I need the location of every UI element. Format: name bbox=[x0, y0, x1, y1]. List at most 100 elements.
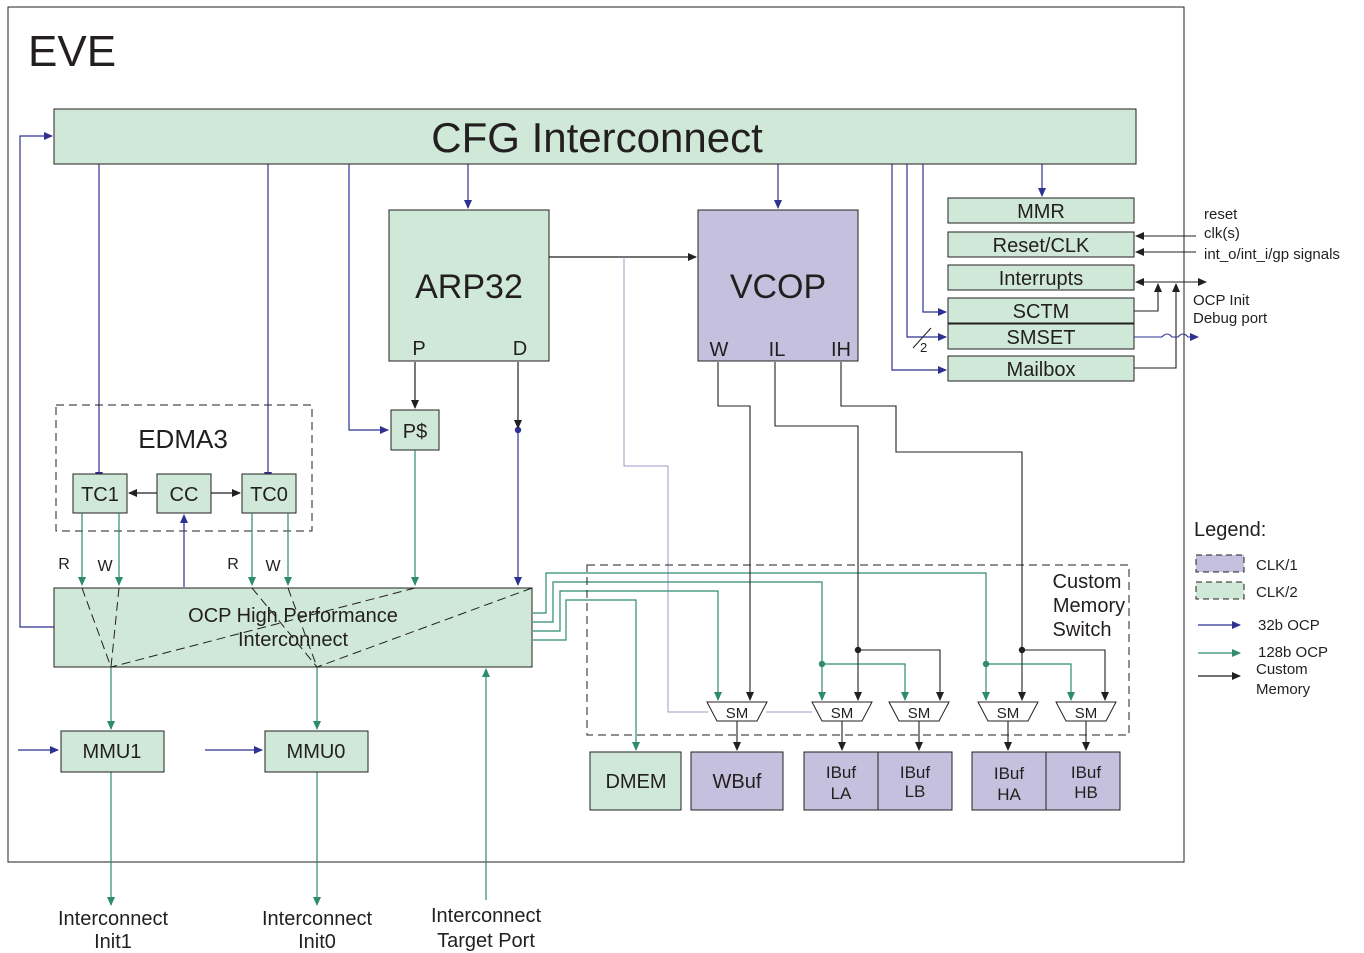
legend: Legend: CLK/1 CLK/2 32b OCP 128b OCP Cus… bbox=[1194, 519, 1328, 698]
cfg-interconnect bbox=[53, 108, 1137, 165]
dmem-block bbox=[589, 751, 682, 811]
ocp-interconnect bbox=[53, 587, 533, 668]
port-init0-line1: Interconnect bbox=[262, 908, 373, 930]
wbuf-label: WBuf bbox=[713, 771, 762, 793]
port-target-line2: Target Port bbox=[437, 930, 535, 952]
custom-memory-switch bbox=[586, 564, 1130, 736]
legend-128b-label: 128b OCP bbox=[1258, 644, 1328, 661]
smset-bus-width: 2 bbox=[920, 340, 927, 355]
sctm-block bbox=[947, 297, 1135, 324]
sm-label-2: SM bbox=[831, 705, 854, 722]
cc-block bbox=[156, 473, 212, 514]
tc1-read-label: R bbox=[58, 556, 70, 573]
external-signals bbox=[1134, 232, 1207, 369]
legend-clk2-swatch bbox=[1195, 581, 1245, 600]
signal-reset: reset bbox=[1204, 206, 1238, 223]
ibuf-ha-sub: HA bbox=[997, 785, 1021, 804]
vcop-label: VCOP bbox=[730, 268, 826, 306]
cfg-32b-links bbox=[18, 132, 1046, 754]
interrupts-label: Interrupts bbox=[999, 268, 1083, 290]
ibuf-lb-sub: LB bbox=[905, 782, 926, 801]
tc0-label: TC0 bbox=[250, 484, 288, 506]
vcop-block bbox=[697, 209, 859, 362]
legend-memory-label: Memory bbox=[1256, 681, 1311, 698]
port-target-line1: Interconnect bbox=[431, 905, 542, 927]
mmu1-block bbox=[60, 730, 165, 773]
ibuf-ha-label: IBuf bbox=[994, 764, 1025, 783]
interrupts-block bbox=[947, 264, 1135, 291]
signal-clk: clk(s) bbox=[1204, 225, 1240, 242]
signal-int: int_o/int_i/gp signals bbox=[1204, 246, 1340, 263]
custom-memory-links bbox=[717, 362, 1109, 751]
cms-line2: Memory bbox=[1053, 595, 1125, 617]
mailbox-label: Mailbox bbox=[1007, 359, 1076, 381]
signal-ocp-init: OCP Init bbox=[1193, 292, 1250, 309]
legend-clk1-label: CLK/1 bbox=[1256, 557, 1298, 574]
eve-title: EVE bbox=[28, 27, 116, 76]
ocp-128b-links bbox=[78, 450, 1075, 906]
vcop-port-il: IL bbox=[769, 339, 786, 361]
cc-label: CC bbox=[170, 484, 199, 506]
cfg-interconnect-label: CFG Interconnect bbox=[431, 114, 763, 161]
port-init1-line2: Init1 bbox=[94, 931, 132, 953]
tc1-write-label: W bbox=[97, 558, 113, 575]
tc1-label: TC1 bbox=[81, 484, 119, 506]
tc0-read-label: R bbox=[227, 556, 239, 573]
legend-custom-label: Custom bbox=[1256, 661, 1308, 678]
sm-label-3: SM bbox=[908, 705, 931, 722]
tc0-block bbox=[241, 473, 297, 514]
sm-mux-ibuf-la bbox=[811, 701, 873, 722]
port-init0-line2: Init0 bbox=[298, 931, 336, 953]
ibuf-la-sub: LA bbox=[831, 784, 852, 803]
legend-title: Legend: bbox=[1194, 519, 1266, 541]
ocp-interconnect-line1: OCP High Performance bbox=[188, 605, 398, 627]
dmem-label: DMEM bbox=[605, 771, 666, 793]
sm-label-5: SM bbox=[1075, 705, 1098, 722]
ibuf-lb-block bbox=[877, 751, 953, 811]
mmr-label: MMR bbox=[1017, 201, 1065, 223]
sm-mux-wbuf bbox=[706, 701, 768, 722]
ocp-crossbar bbox=[81, 587, 533, 668]
sm-mux-ibuf-hb bbox=[1055, 701, 1117, 722]
arp32-block bbox=[388, 209, 550, 362]
mmu1-label: MMU1 bbox=[83, 741, 142, 763]
smset-label: SMSET bbox=[1007, 327, 1076, 349]
smset-block bbox=[947, 323, 1135, 350]
ibuf-la-label: IBuf bbox=[826, 763, 857, 782]
sm-label-1: SM bbox=[726, 705, 749, 722]
register-blocks bbox=[947, 197, 1135, 382]
sm-muxes bbox=[706, 701, 1117, 722]
port-init1-line1: Interconnect bbox=[58, 908, 169, 930]
ibuf-hb-block bbox=[1045, 751, 1121, 811]
edma3-label: EDMA3 bbox=[138, 424, 228, 454]
mmu0-label: MMU0 bbox=[287, 741, 346, 763]
tc1-block bbox=[72, 473, 128, 514]
vcop-port-w: W bbox=[710, 339, 729, 361]
legend-clk2-label: CLK/2 bbox=[1256, 584, 1298, 601]
mailbox-block bbox=[947, 355, 1135, 382]
cms-line3: Switch bbox=[1053, 619, 1112, 641]
program-cache bbox=[390, 409, 440, 451]
signal-debug-port: Debug port bbox=[1193, 310, 1268, 327]
ibuf-hb-label: IBuf bbox=[1071, 763, 1102, 782]
sm-mux-ibuf-lb bbox=[888, 701, 950, 722]
tc0-write-label: W bbox=[265, 558, 281, 575]
ibuf-hb-sub: HB bbox=[1074, 783, 1098, 802]
vcop-port-ih: IH bbox=[831, 339, 851, 361]
eve-frame bbox=[7, 6, 1185, 863]
legend-32b-label: 32b OCP bbox=[1258, 617, 1320, 634]
program-cache-label: P$ bbox=[403, 421, 427, 443]
mmr-block bbox=[947, 197, 1135, 224]
ibuf-lb-label: IBuf bbox=[900, 763, 931, 782]
wbuf-block bbox=[690, 751, 784, 811]
sm-mux-ibuf-ha bbox=[977, 701, 1039, 722]
cms-line1: Custom bbox=[1053, 571, 1122, 593]
sctm-label: SCTM bbox=[1013, 301, 1070, 323]
sm-label-4: SM bbox=[997, 705, 1020, 722]
arp32-label: ARP32 bbox=[415, 268, 523, 306]
arp32-port-p: P bbox=[412, 338, 425, 360]
ocp-interconnect-line2: Interconnect bbox=[238, 629, 349, 651]
reset-clk-block bbox=[947, 231, 1135, 258]
ibuf-la-block bbox=[803, 751, 879, 811]
